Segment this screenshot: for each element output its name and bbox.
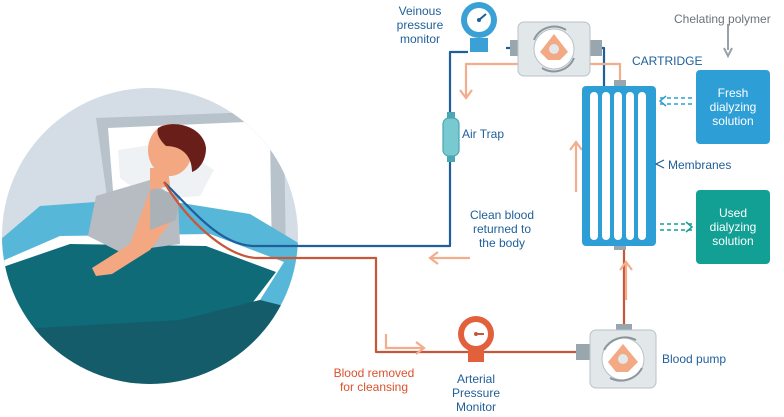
- fresh-dialyzing-box: Fresh dialyzing solution: [696, 70, 770, 144]
- venous-gauge-icon: [461, 2, 497, 52]
- membranes-label: Membranes: [668, 158, 732, 172]
- used-dialyzing-box: Used dialyzing solution: [696, 190, 770, 264]
- patient-scene: [2, 88, 298, 384]
- clean-blood-label: Clean blood returned to the body: [469, 208, 535, 250]
- top-pump-icon: [510, 21, 602, 77]
- blood-removed-label: Blood removed for cleansing: [333, 366, 415, 394]
- blood-pump-label: Blood pump: [662, 352, 727, 366]
- cartridge-icon: [582, 47, 733, 250]
- arterial-monitor-label: Arterial Pressure Monitor: [451, 372, 501, 414]
- cartridge-label: CARTRIDGE: [632, 54, 703, 68]
- air-trap-label: Air Trap: [462, 127, 505, 141]
- chelating-polymer-label: Chelating polymer: [674, 12, 771, 26]
- blood-pump-icon: [576, 324, 657, 389]
- venous-monitor-label: Veinous pressure monitor: [396, 4, 444, 46]
- air-trap: [442, 112, 460, 162]
- arterial-gauge-icon: [458, 316, 494, 362]
